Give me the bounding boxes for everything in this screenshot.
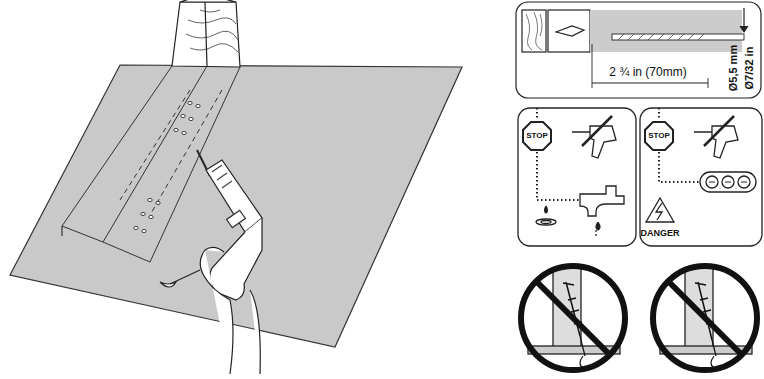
electric-wire-warning [640,108,762,246]
danger-text: DANGER [640,229,679,239]
water-pipe-warning [518,108,636,246]
dimension-diameter: Ø5,5 mm [727,45,739,91]
stop-sign-text: STOP [526,132,548,141]
stop-sign-text: STOP [648,132,670,141]
dimension-length: 2 ¾ in (70mm) [609,66,686,79]
drill-bit-panel [516,2,761,98]
board-drilling-illustration [10,0,462,374]
dimension-diameter: Ø7/32 in [743,47,755,90]
prohibited-screw-icons [521,266,757,370]
